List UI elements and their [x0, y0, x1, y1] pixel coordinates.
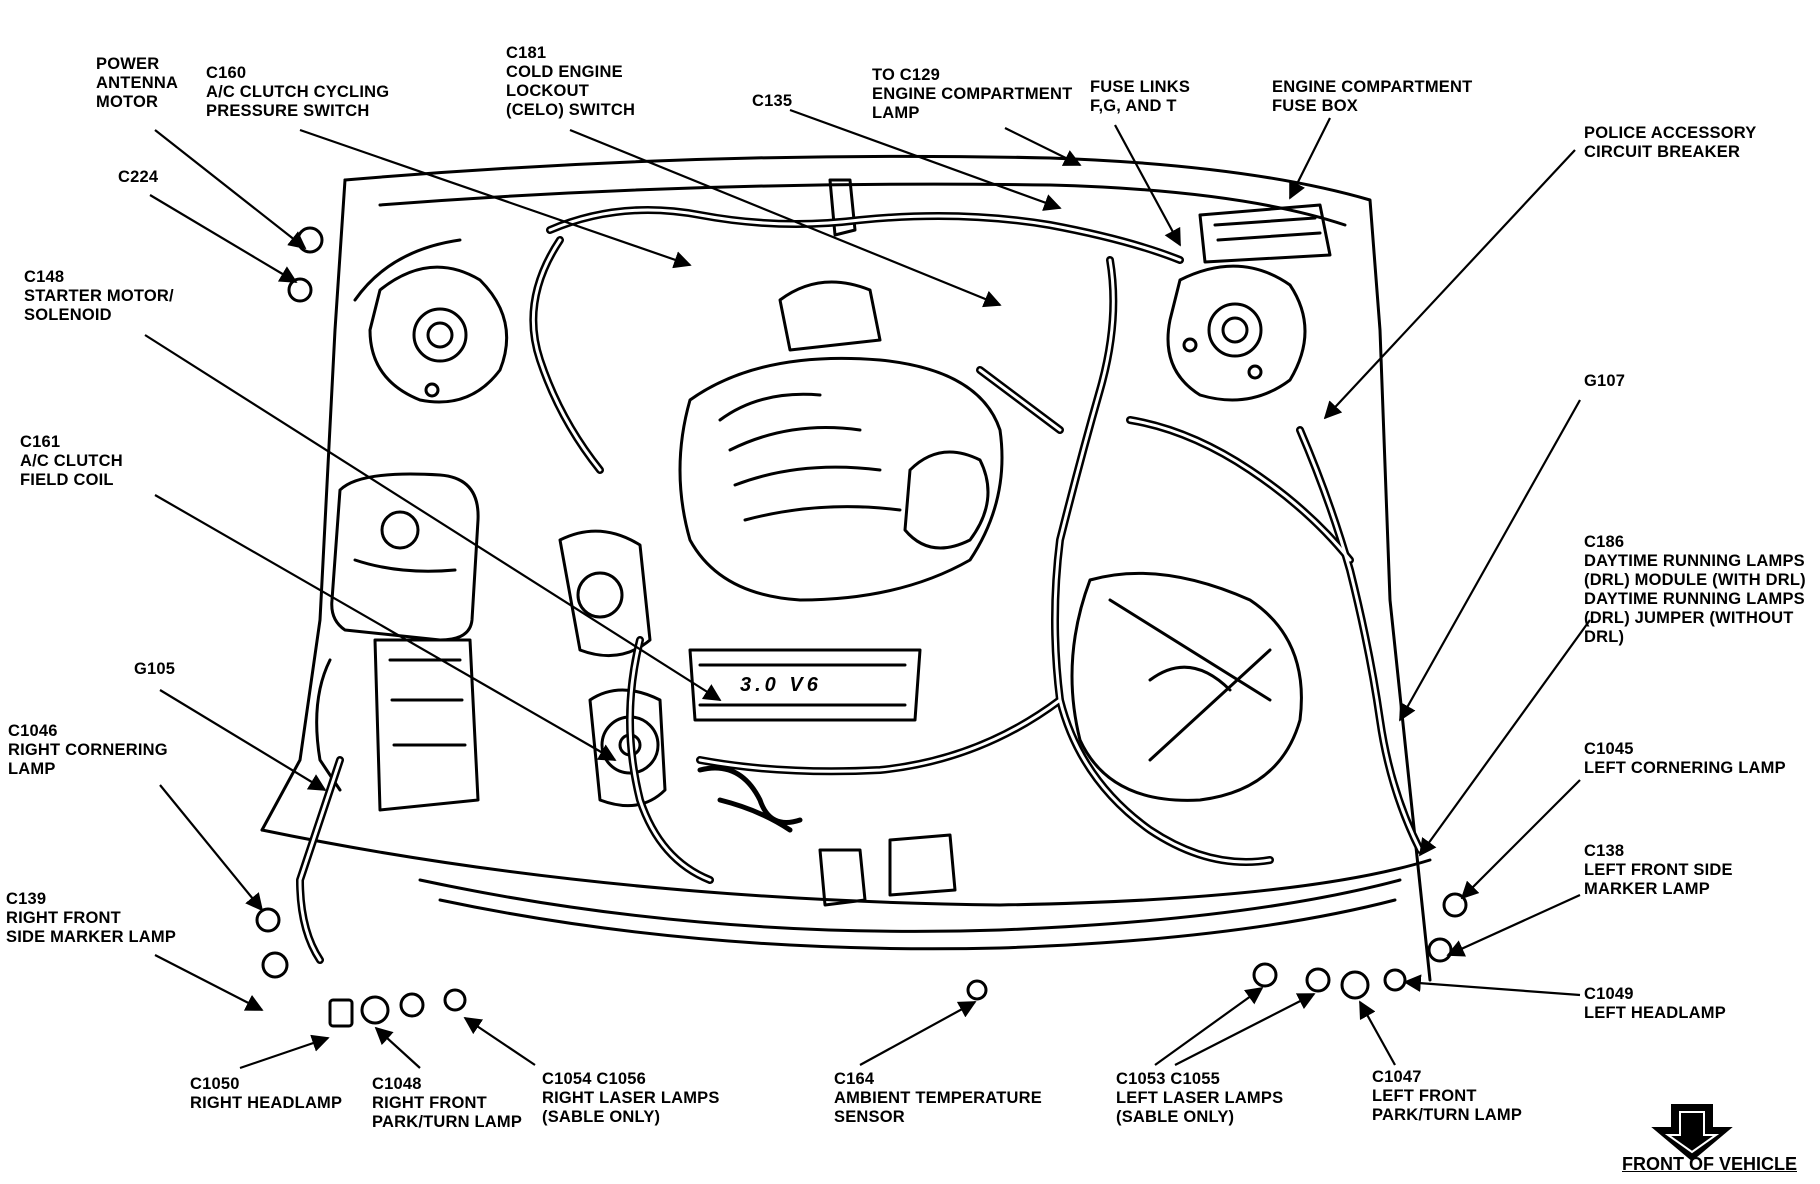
leader-lines	[144, 108, 1591, 1070]
connector-c1049	[1383, 968, 1407, 992]
connector-c1050	[328, 998, 354, 1028]
leader-c186	[1418, 619, 1591, 857]
leader-c181	[569, 128, 1002, 308]
connector-c138	[1427, 937, 1453, 963]
leader-c1045	[1460, 779, 1581, 900]
front-of-vehicle-caption: FRONT OF VEHICLE	[1622, 1154, 1797, 1174]
leader-c1048	[374, 1026, 421, 1069]
leader-fuse-links	[1114, 124, 1181, 247]
connector-c1056	[443, 988, 467, 1012]
alternator	[558, 529, 652, 658]
lamp-connectors	[255, 226, 1468, 1028]
leader-c1055	[1174, 993, 1316, 1066]
leader-c1047	[1359, 1000, 1396, 1066]
connector-c224	[287, 277, 313, 303]
coolant-reservoir	[330, 472, 480, 642]
power-antenna-motor	[296, 226, 324, 254]
leader-c161	[154, 494, 617, 761]
leader-c160	[299, 128, 692, 269]
leader-c224	[149, 194, 298, 283]
leader-c1049	[1403, 974, 1581, 997]
callout-g107: G107	[1584, 372, 1626, 390]
callout-c135: C135	[752, 92, 793, 110]
battery	[315, 638, 480, 812]
leader-power-antenna	[154, 129, 307, 250]
connector-c1045	[1442, 892, 1468, 918]
connector-c1046	[255, 907, 281, 933]
callout-c224: C224	[118, 168, 159, 186]
leader-fuse-box	[1289, 117, 1331, 200]
wiring-harness	[296, 206, 1424, 964]
connector-c1053	[1252, 962, 1278, 988]
leader-c138	[1446, 893, 1581, 957]
leader-g105	[159, 689, 327, 791]
connector-c1055	[1305, 967, 1331, 993]
leader-c148	[144, 334, 722, 701]
left-strut-tower	[1166, 264, 1307, 402]
connector-c139	[261, 951, 289, 979]
connector-c1047	[1340, 970, 1370, 1000]
fuse-box-shape	[1198, 203, 1332, 264]
intake-manifold	[678, 178, 1004, 602]
leader-c129	[1004, 127, 1082, 166]
leader-c1054	[463, 1017, 536, 1066]
connector-c1054	[399, 992, 425, 1018]
callout-g105: G105	[134, 660, 176, 678]
leader-c1046	[159, 784, 264, 912]
leader-g107	[1399, 399, 1581, 722]
front-of-vehicle-arrow-icon	[1651, 1104, 1733, 1162]
air-cleaner	[1070, 571, 1303, 802]
leader-c1050	[239, 1034, 330, 1070]
leader-police	[1323, 149, 1576, 420]
leader-c139	[154, 954, 264, 1011]
connector-c1048	[360, 995, 390, 1025]
right-strut-tower	[368, 265, 509, 404]
engine-badge: 3.0 V6	[740, 674, 822, 696]
valve-cover	[688, 648, 922, 722]
vehicle-body-outline	[260, 154, 1432, 982]
radiator-hoses	[697, 765, 803, 833]
front-crossmember	[418, 833, 1402, 951]
leader-c164	[859, 1001, 977, 1066]
leader-c1053	[1154, 986, 1264, 1066]
leader-c135	[789, 108, 1062, 211]
sensor-c164	[966, 979, 988, 1001]
